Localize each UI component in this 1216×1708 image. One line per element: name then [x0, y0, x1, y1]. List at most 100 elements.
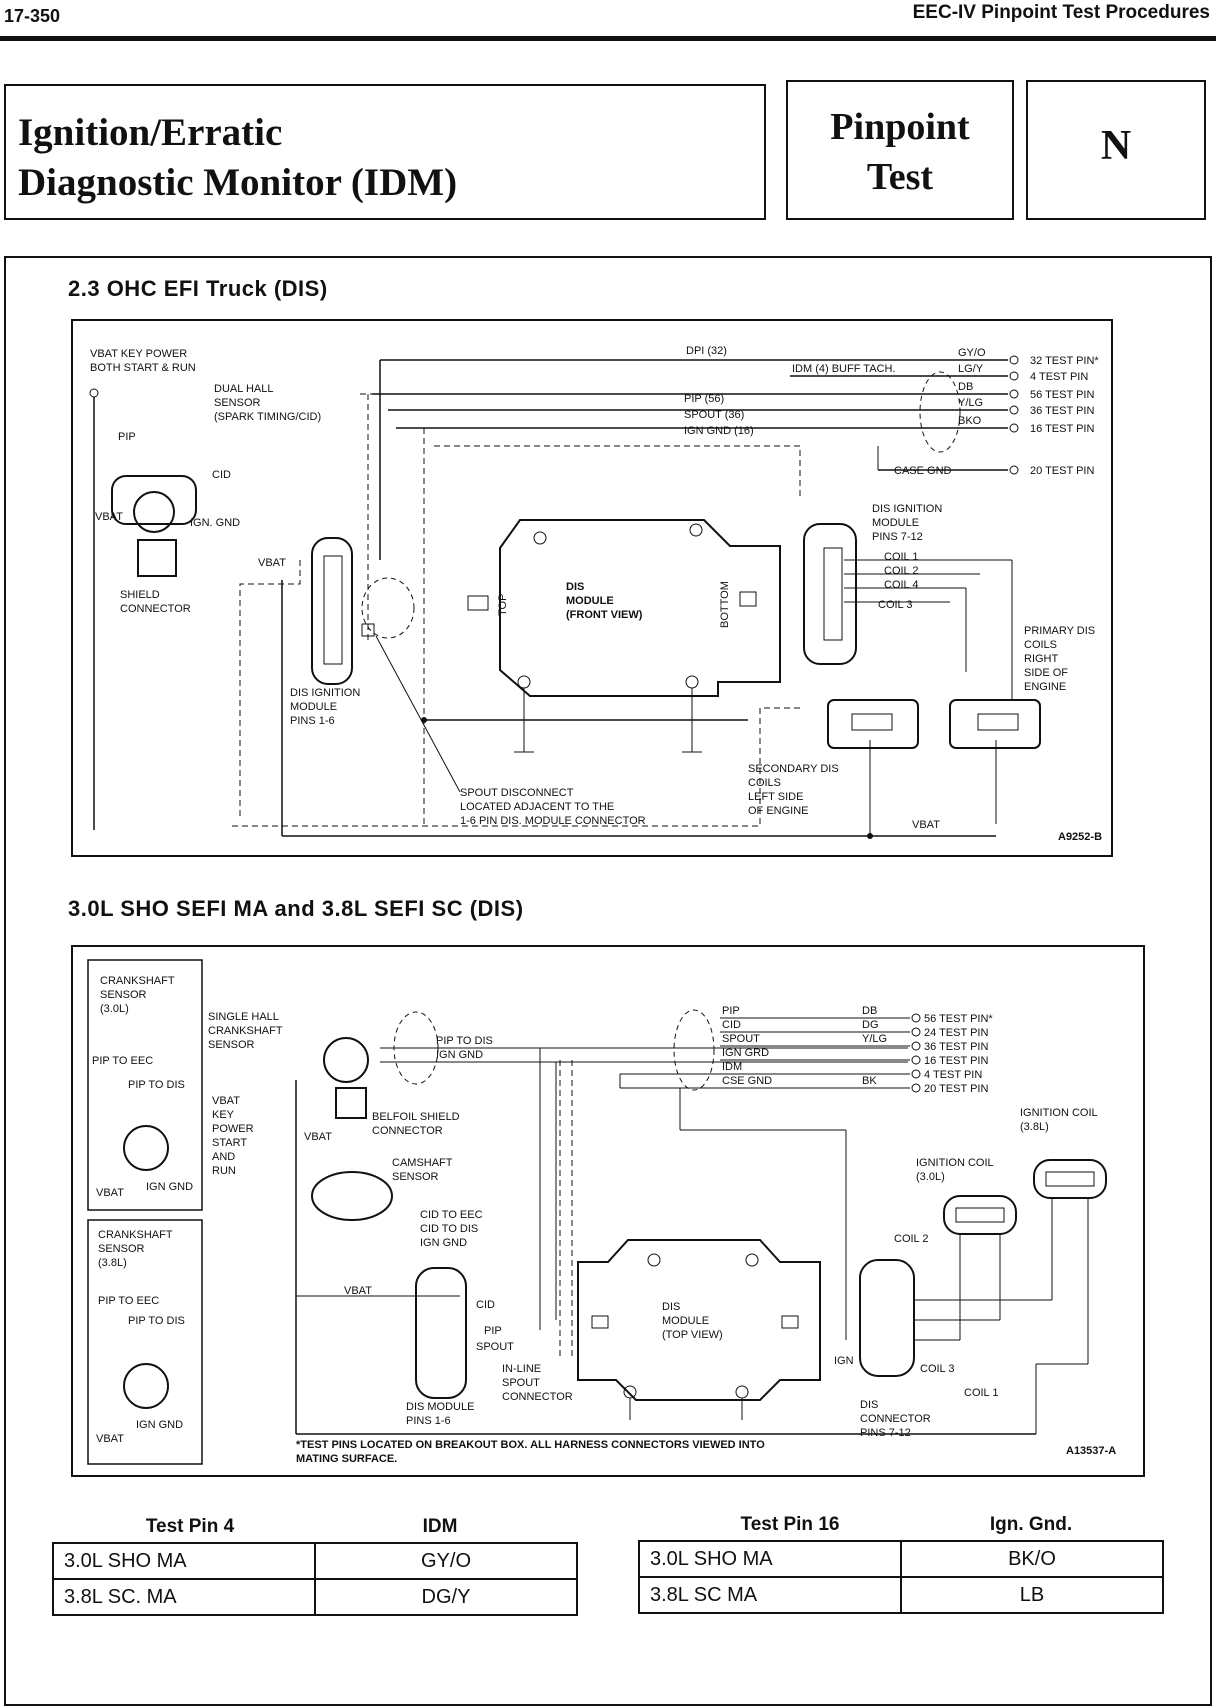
d1-primary5: ENGINE: [1024, 681, 1066, 693]
title-box: Ignition/Erratic Diagnostic Monitor (IDM…: [4, 84, 766, 220]
d2-footnote2: MATING SURFACE.: [296, 1453, 397, 1465]
d1-testpin-56: 56 TEST PIN: [1030, 389, 1094, 401]
table-cell: 3.0L SHO MA: [638, 1540, 902, 1578]
d2-pins16: PINS 1-6: [406, 1415, 451, 1427]
d1-spout-disc1: SPOUT DISCONNECT: [460, 787, 574, 799]
d2-coil2: COIL 2: [894, 1233, 928, 1245]
pinpoint-box: Pinpoint Test: [786, 80, 1014, 220]
d2-connector: CONNECTOR: [372, 1125, 443, 1137]
section-title: EEC-IV Pinpoint Test Procedures: [912, 2, 1210, 23]
d2-pip-to-dis: PIP TO DIS: [128, 1079, 185, 1091]
d1-color-bko: BKO: [958, 415, 982, 427]
diagram2-frame: [71, 945, 1145, 1477]
d1-dis-ign: DIS IGNITION: [290, 687, 360, 699]
d1-vbat-key: VBAT KEY POWER: [90, 348, 187, 360]
d2-crank30-c: (3.0L): [100, 1003, 129, 1015]
d1-coil4: COIL 4: [884, 579, 918, 591]
d2-vbat-2: VBAT: [96, 1433, 124, 1445]
table-cell: 3.8L SC. MA: [52, 1578, 316, 1616]
content-frame: [4, 256, 1212, 1706]
d2-crank30-b: SENSOR: [100, 989, 147, 1001]
d2-coil1: COIL 1: [964, 1387, 998, 1399]
d2-testpin-20: 20 TEST PIN: [924, 1083, 988, 1095]
d1-color-db: DB: [958, 381, 973, 393]
test-letter: N: [1100, 123, 1132, 169]
d2-connector2: CONNECTOR: [860, 1413, 931, 1425]
d2-ign-gnd-l: IGN GND: [436, 1049, 483, 1061]
d2-color-ylg: Y/LG: [862, 1033, 887, 1045]
table-row: 3.0L SHO MA BK/O: [638, 1540, 1164, 1578]
d2-testpin-4: 4 TEST PIN: [924, 1069, 982, 1081]
d1-module-word: MODULE: [566, 595, 614, 607]
d1-case-gnd: CASE GND: [894, 465, 952, 477]
page-title: Ignition/Erratic Diagnostic Monitor (IDM…: [18, 108, 457, 208]
d2-cam-sensor: SENSOR: [392, 1171, 439, 1183]
d2-pins712: PINS 7-12: [860, 1427, 911, 1439]
d1-test-pin-dots: [1009, 355, 1019, 475]
table-cell: LB: [900, 1576, 1164, 1614]
d1-module-712: MODULE: [872, 517, 919, 529]
d2-sensor: SENSOR: [208, 1039, 255, 1051]
d1-dis: DIS: [566, 581, 584, 593]
d2-spout: SPOUT: [722, 1033, 760, 1045]
header-rule: [0, 36, 1216, 41]
d1-color-ylg: Y/LG: [958, 397, 983, 409]
d1-ign-gnd: IGN. GND: [190, 517, 240, 529]
d1-primary1: PRIMARY DIS: [1024, 625, 1095, 637]
d1-secondary2: COILS: [748, 777, 781, 789]
d1-testpin-16: 16 TEST PIN: [1030, 423, 1094, 435]
d1-secondary4: OF ENGINE: [748, 805, 809, 817]
d1-testpin-4: 4 TEST PIN: [1030, 371, 1088, 383]
d2-inline1: IN-LINE: [502, 1363, 541, 1375]
d1-primary2: COILS: [1024, 639, 1057, 651]
d2-pip-to-dis-2: PIP TO DIS: [128, 1315, 185, 1327]
diagram2-title: 3.0L SHO SEFI MA and 3.8L SEFI SC (DIS): [68, 896, 524, 921]
d2-footnote1: *TEST PINS LOCATED ON BREAKOUT BOX. ALL …: [296, 1439, 765, 1451]
table-right: 3.0L SHO MA BK/O 3.8L SC MA LB: [638, 1540, 1164, 1614]
d1-primary4: SIDE OF: [1024, 667, 1068, 679]
d1-spout36: SPOUT (36): [684, 409, 744, 421]
d2-pip-2: PIP: [484, 1325, 502, 1337]
d1-testpin-36: 36 TEST PIN: [1030, 405, 1094, 417]
d2-testpin-36: 36 TEST PIN: [924, 1041, 988, 1053]
d2-testpin-56: 56 TEST PIN*: [924, 1013, 993, 1025]
d2-ign: IGN: [834, 1355, 854, 1367]
d1-pip56: PIP (56): [684, 393, 724, 405]
table-left: 3.0L SHO MA GY/O 3.8L SC. MA DG/Y: [52, 1542, 578, 1616]
d2-ign-grd: IGN GRD: [722, 1047, 769, 1059]
d2-coil3: COIL 3: [920, 1363, 954, 1375]
d1-spout-disc3: 1-6 PIN DIS. MODULE CONNECTOR: [460, 815, 646, 827]
d2-crank38-b: SENSOR: [98, 1243, 145, 1255]
d2-dis-conn: DIS: [860, 1399, 878, 1411]
d2-pip-to-eec-2: PIP TO EEC: [98, 1295, 159, 1307]
table-row: 3.8L SC. MA DG/Y: [52, 1578, 578, 1616]
test-letter-box: N: [1026, 80, 1206, 220]
d2-run: RUN: [212, 1165, 236, 1177]
d2-cid-to-eec: CID TO EEC: [420, 1209, 483, 1221]
d2-cid-to-dis: CID TO DIS: [420, 1223, 478, 1235]
d1-ref: A9252-B: [1058, 831, 1102, 843]
d2-color-dg: DG: [862, 1019, 879, 1031]
d1-color-gyo: GY/O: [958, 347, 986, 359]
table-cell: 3.8L SC MA: [638, 1576, 902, 1614]
tbl-left-head-2: IDM: [422, 1516, 458, 1537]
d2-pip-to-eec: PIP TO EEC: [92, 1055, 153, 1067]
d2-crank38-a: CRANKSHAFT: [98, 1229, 173, 1241]
d2-module: MODULE: [662, 1315, 709, 1327]
d1-connector: CONNECTOR: [120, 603, 191, 615]
d2-pip: PIP: [722, 1005, 740, 1017]
d1-vbat-3: VBAT: [912, 819, 940, 831]
d2-top-view: (TOP VIEW): [662, 1329, 723, 1341]
d1-color-lgy: LG/Y: [958, 363, 984, 375]
d1-igngnd16: IGN GND (16): [684, 425, 754, 437]
d1-dual-hall: DUAL HALL: [214, 383, 274, 395]
d2-inline3: CONNECTOR: [502, 1391, 573, 1403]
d2-testpin-24: 24 TEST PIN: [924, 1027, 988, 1039]
d1-coil3: COIL 3: [878, 599, 912, 611]
d1-secondary1: SECONDARY DIS: [748, 763, 839, 775]
d2-idm: IDM: [722, 1061, 742, 1073]
d1-spark-timing: (SPARK TIMING/CID): [214, 411, 321, 423]
pinpoint-line-1: Pinpoint: [830, 106, 970, 148]
d1-pip: PIP: [118, 431, 136, 443]
